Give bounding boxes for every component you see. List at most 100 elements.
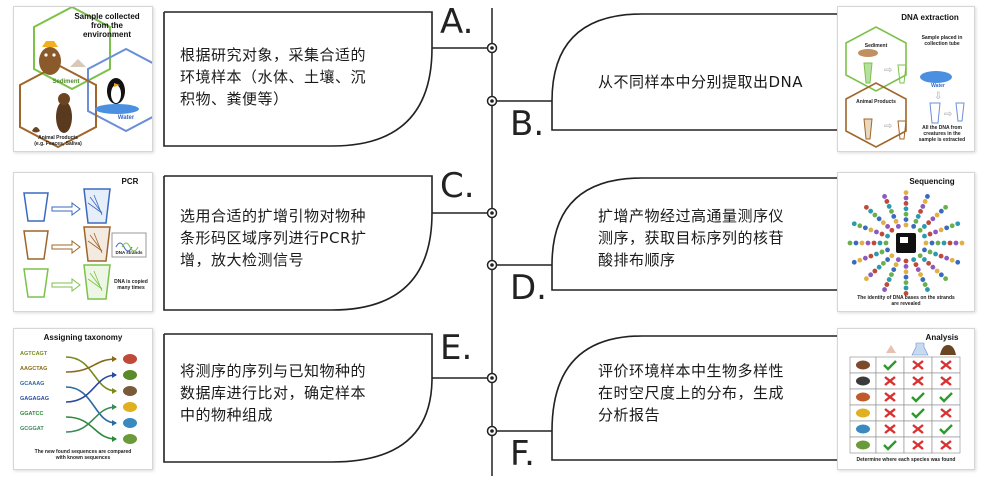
base-bead — [930, 216, 936, 222]
svg-text:⇩: ⇩ — [934, 91, 942, 102]
analysis-table — [849, 342, 961, 454]
pcr-panel-title: PCR — [121, 177, 139, 186]
dna-sediment-label: Sediment — [864, 43, 888, 49]
base-bead — [949, 257, 955, 263]
base-bead — [885, 247, 890, 253]
arrow-head — [112, 436, 117, 442]
species-icon — [123, 386, 137, 396]
cross-icon — [940, 360, 952, 370]
base-bead — [903, 190, 909, 195]
species-icon — [123, 418, 137, 428]
base-bead — [917, 227, 923, 233]
base-bead — [903, 195, 909, 201]
arrow-head — [112, 372, 117, 378]
step-a-shape — [163, 11, 492, 147]
base-bead — [913, 262, 919, 268]
base-bead — [879, 249, 885, 255]
sequencer-screen — [900, 237, 908, 243]
base-bead — [885, 257, 891, 262]
result-cell — [931, 420, 961, 438]
base-bead — [874, 251, 879, 257]
base-bead — [925, 287, 930, 292]
taxonomy-panel-title: Assigning taxonomy — [43, 333, 123, 342]
base-bead — [868, 272, 874, 278]
base-bead — [903, 258, 909, 264]
base-bead — [934, 268, 940, 274]
analysis-panel: Analysis Determine where each species wa… — [837, 328, 975, 470]
arrow-head — [112, 388, 117, 394]
base-bead — [922, 282, 928, 287]
species-icon — [123, 434, 137, 444]
base-bead — [911, 257, 917, 263]
base-bead — [868, 227, 874, 233]
base-bead — [922, 247, 927, 253]
base-bead — [903, 217, 909, 222]
base-bead — [927, 249, 933, 255]
base-bead — [926, 220, 932, 226]
base-bead — [921, 224, 927, 229]
base-bead — [874, 229, 879, 235]
base-bead — [903, 264, 909, 269]
cross-icon — [884, 424, 896, 434]
cross-icon — [884, 392, 896, 402]
check-icon — [939, 392, 953, 403]
water-beaker-icon — [911, 342, 929, 356]
check-icon — [911, 392, 925, 403]
base-bead — [947, 240, 953, 246]
base-bead — [868, 208, 874, 214]
step-c-shape — [163, 175, 492, 311]
step-e-text: 将测序的序列与已知物种的数据库进行比对，确定样本中的物种组成 — [180, 362, 367, 424]
species-icon — [856, 392, 870, 402]
cross-icon — [912, 424, 924, 434]
step-letter-c: C. — [440, 166, 475, 206]
base-bead — [955, 221, 961, 227]
base-bead — [895, 223, 901, 229]
base-bead — [938, 253, 944, 259]
base-bead — [859, 240, 865, 246]
base-bead — [889, 209, 894, 214]
base-bead — [920, 204, 926, 209]
step-letter-e: E. — [440, 328, 473, 368]
base-bead — [882, 287, 887, 292]
species-icon — [856, 360, 870, 370]
feces-icon — [940, 345, 956, 355]
base-bead — [923, 240, 929, 246]
arrow-head — [112, 356, 117, 362]
sediment-hexagon — [33, 7, 111, 91]
water-hexagon — [87, 47, 152, 133]
match-arrow — [65, 356, 117, 392]
check-icon — [883, 360, 897, 371]
analysis-caption: Determine where each species was found — [856, 457, 956, 463]
sediment-label: Sediment — [52, 79, 80, 85]
sequence-list: AGTCAGT AAGCTAG GCAAAG GAGAGAG GGATCC GC… — [20, 351, 70, 441]
step-letter-a: A. — [440, 2, 474, 42]
base-bead — [943, 204, 948, 210]
base-bead — [918, 272, 923, 277]
base-bead — [903, 280, 909, 285]
dna-strands-label: DNA strands — [115, 250, 143, 255]
base-bead — [903, 206, 909, 212]
base-bead — [925, 194, 930, 199]
cross-icon — [912, 360, 924, 370]
base-bead — [889, 253, 895, 259]
base-bead — [891, 213, 897, 219]
svg-text:⇨: ⇨ — [884, 65, 892, 76]
base-bead — [913, 218, 919, 224]
base-bead — [883, 240, 889, 246]
base-bead — [903, 222, 909, 228]
base-bead — [893, 218, 899, 224]
base-bead — [853, 240, 859, 246]
base-bead — [891, 267, 897, 273]
cross-icon — [940, 408, 952, 418]
step-letter-d: D. — [510, 268, 547, 308]
taxonomy-illustration — [65, 354, 137, 444]
base-bead — [893, 262, 899, 268]
species-icon — [856, 440, 870, 450]
analysis-panel-title: Analysis — [925, 333, 959, 342]
base-bead — [921, 257, 927, 262]
base-bead — [880, 220, 886, 226]
